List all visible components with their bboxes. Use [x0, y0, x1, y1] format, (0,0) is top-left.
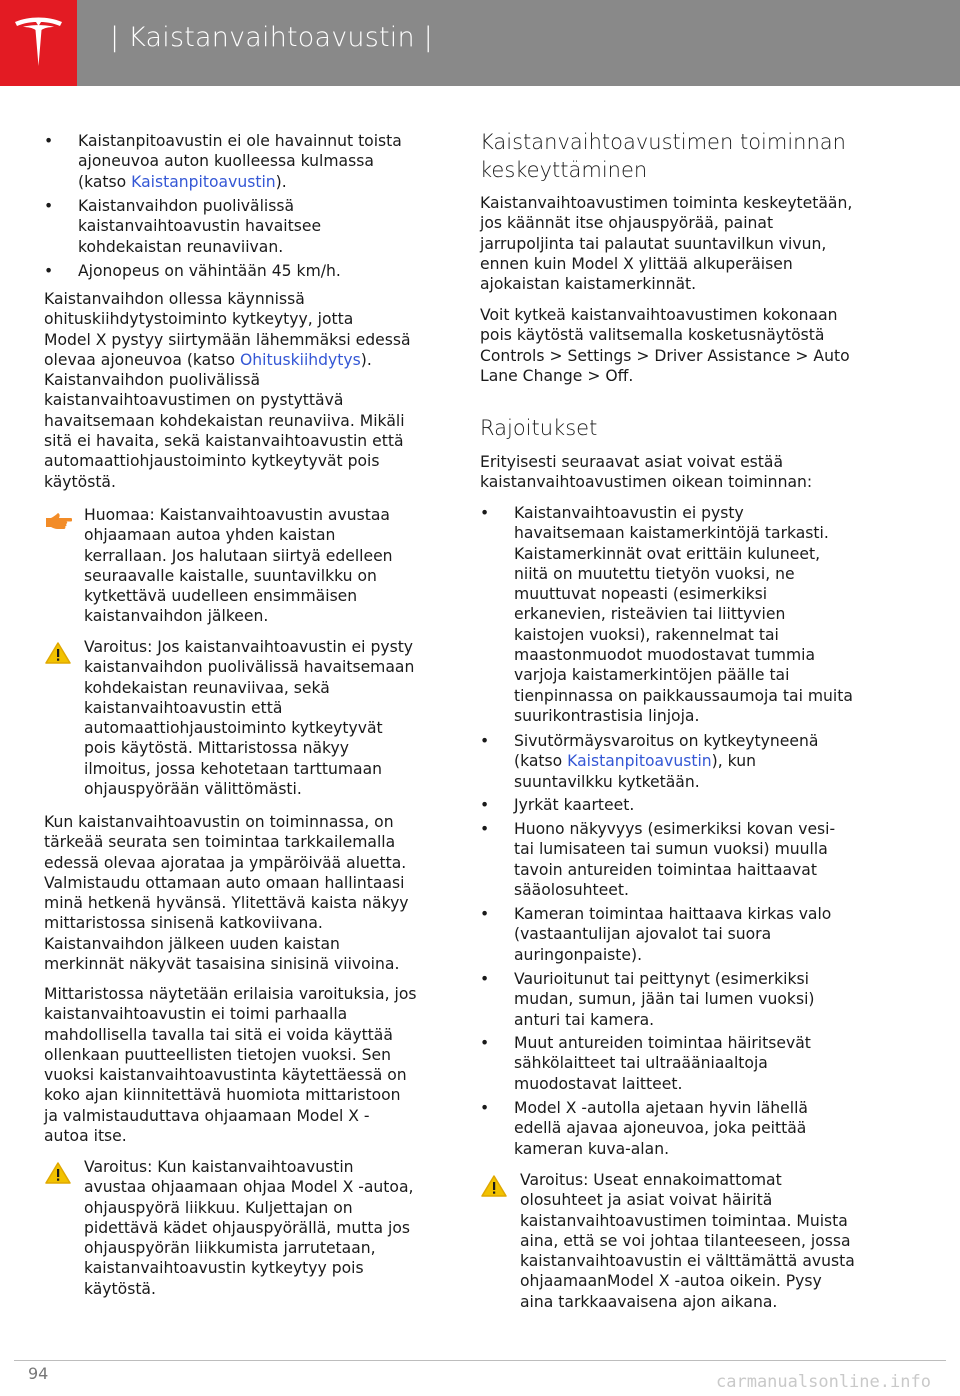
- hand-pointer-icon: [44, 509, 73, 535]
- link-kaistanpitoavustin[interactable]: Kaistanpitoavustin: [567, 752, 712, 771]
- paragraph: Kaistanvaihtoavustimen toiminta keskeyte…: [480, 194, 853, 294]
- section-heading-limits: Rajoitukset: [480, 416, 598, 440]
- list-item: • Kaistanpitoavustin ei ole havainnut to…: [44, 131, 444, 193]
- list-item: • Kaistanvaihdon puolivälissä kaistanvai…: [44, 196, 444, 258]
- warning-box: Varoitus: Kun kaistanvaihtoavustin avust…: [44, 1157, 444, 1301]
- warning-triangle-icon: [480, 1174, 508, 1202]
- paragraph: Erityisesti seuraavat asiat voivat estää…: [480, 453, 813, 492]
- warning-box: Varoitus: Useat ennakoimattomat olosuhte…: [480, 1170, 890, 1314]
- page-number: 94: [28, 1364, 49, 1383]
- paragraph: Kaistanvaihdon ollessa käynnissä ohitusk…: [44, 290, 411, 491]
- list-item: • Huono näkyvyys (esimerkiksi kovan vesi…: [480, 820, 836, 899]
- paragraph: Voit kytkeä kaistanvaihtoavustimen kokon…: [480, 306, 850, 385]
- list-item-text: ajoneuvoa auton kuolleessa kulmassa: [78, 152, 374, 171]
- list-item: • Jyrkät kaarteet.: [480, 796, 635, 814]
- watermark: carmanualsonline.info: [716, 1372, 931, 1392]
- list-item: • Kaistanvaihtoavustin ei pysty havaitse…: [480, 504, 853, 725]
- tesla-logo-icon: [15, 17, 62, 66]
- list-item-text: Kaistanvaihdon puolivälissä: [78, 197, 295, 215]
- list-item-text: kohdekaistan reunaviivan.: [78, 237, 284, 256]
- list-item: • Sivutörmäysvaroitus on kytkeytyneenä (…: [480, 732, 819, 791]
- paragraph: Mittaristossa näytetään erilaisia varoit…: [44, 985, 417, 1146]
- list-item: • Ajonopeus on vähintään 45 km/h.: [44, 261, 444, 283]
- list-item-text: (katso Kaistanpitoavustin).: [78, 172, 287, 191]
- warning-triangle-icon: [44, 641, 72, 669]
- list-item: • Kameran toimintaa haittaava kirkas val…: [480, 905, 832, 964]
- paragraph: Kun kaistanvaihtoavustin on toiminnassa,…: [44, 813, 409, 974]
- footer-divider: [14, 1360, 946, 1361]
- list-item-text: kaistanvaihtoavustin havaitsee: [78, 217, 322, 236]
- list-item: • Model X -autolla ajetaan hyvin lähellä…: [480, 1099, 808, 1158]
- link-kaistanpitoavustin[interactable]: Kaistanpitoavustin: [131, 172, 276, 191]
- link-ohituskiihdytys[interactable]: Ohituskiihdytys: [239, 350, 361, 369]
- tesla-logo: [0, 0, 77, 86]
- page-title: | Kaistanvaihtoavustin |: [110, 22, 433, 53]
- list-item-text: Ajonopeus on vähintään 45 km/h.: [78, 262, 341, 280]
- page-header: | Kaistanvaihtoavustin |: [0, 0, 960, 86]
- list-item: • Vaurioitunut tai peittynyt (esimerkiks…: [480, 970, 815, 1029]
- note-box: Huomaa: Kaistanvaihtoavustin avustaa ohj…: [44, 505, 444, 629]
- list-item: • Muut antureiden toimintaa häiritsevät …: [480, 1034, 811, 1093]
- warning-triangle-icon: [44, 1161, 72, 1189]
- section-heading-stop: Kaistanvaihtoavustimen toiminnan keskeyt…: [480, 130, 846, 182]
- warning-box: Varoitus: Jos kaistanvaihtoavustin ei py…: [44, 637, 444, 801]
- list-item-text: Kaistanpitoavustin ei ole havainnut tois…: [78, 132, 402, 150]
